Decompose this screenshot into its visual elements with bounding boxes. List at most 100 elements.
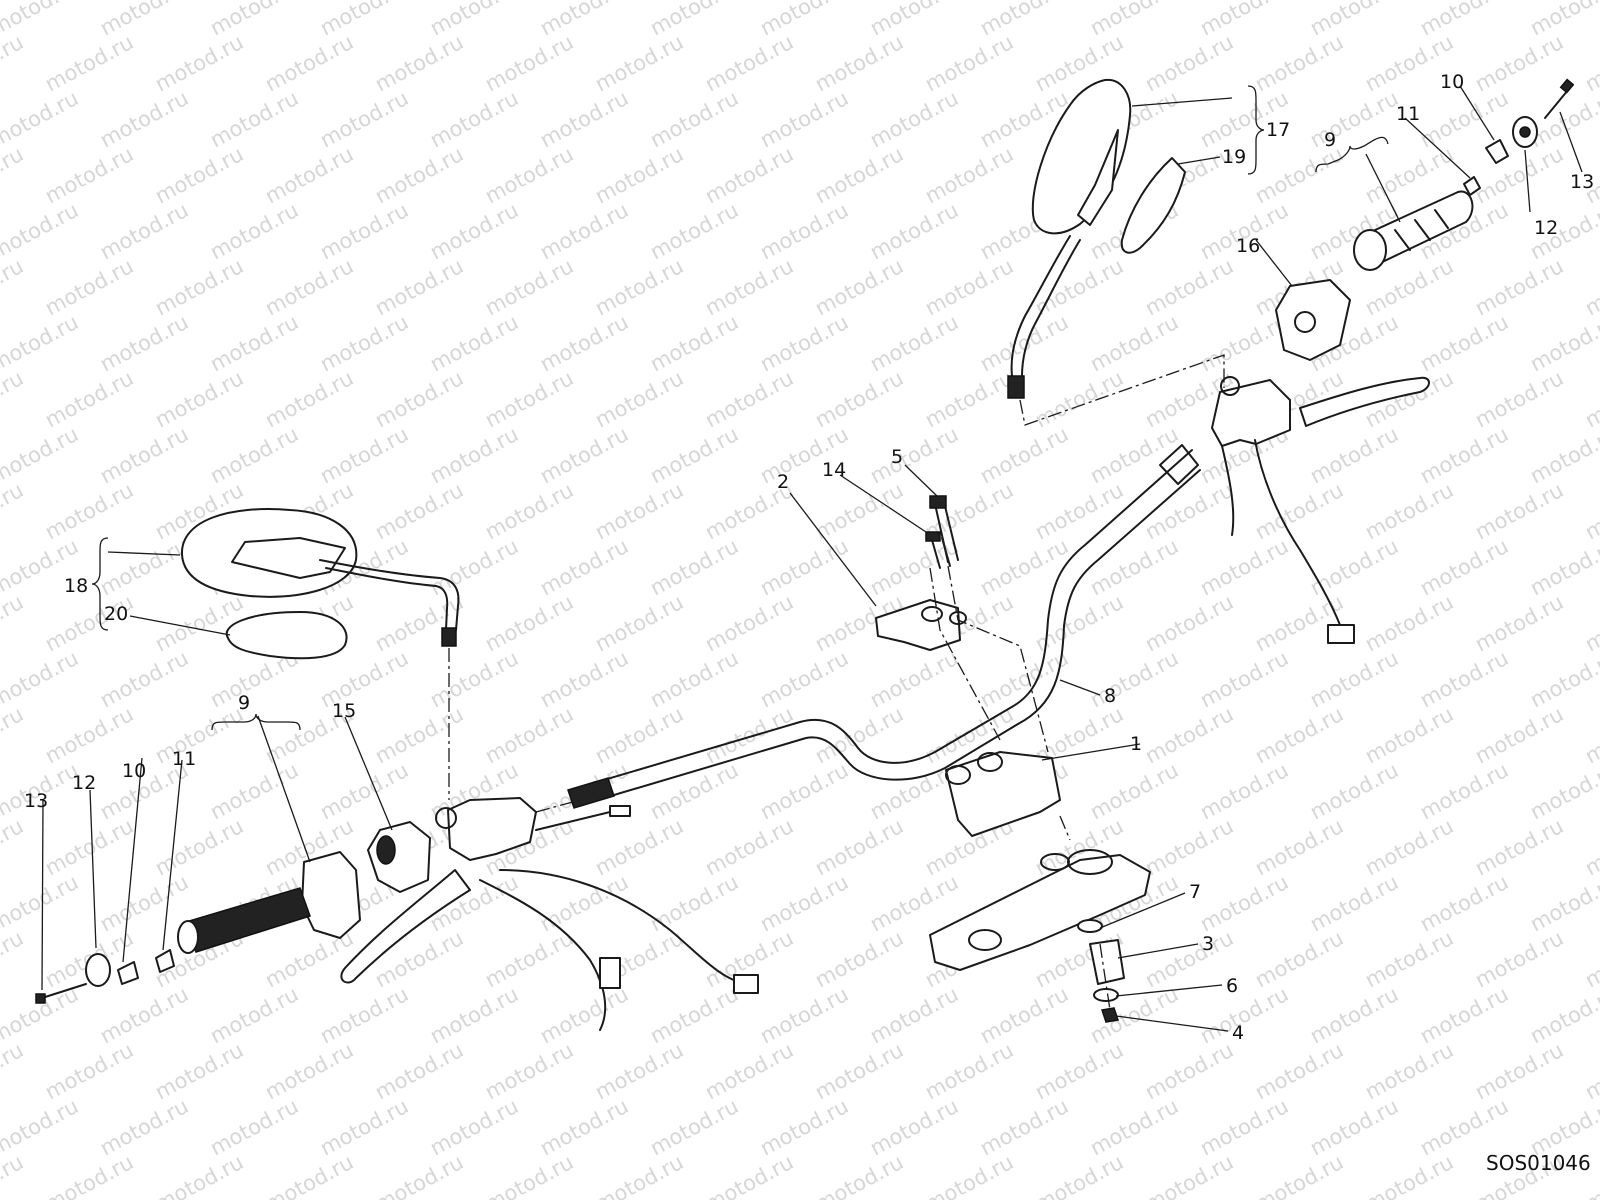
bolts-5-14 xyxy=(925,495,959,569)
watermark-text: motod.ru xyxy=(976,982,1072,1048)
callout-5: 5 xyxy=(891,446,903,468)
watermark-text: motod.ru xyxy=(1471,926,1567,992)
watermark-text: motod.ru xyxy=(646,534,742,600)
left-grip-9 xyxy=(177,851,361,954)
right-mirror xyxy=(1007,78,1132,399)
watermark-text: motod.ru xyxy=(96,422,192,488)
watermark-text: motod.ru xyxy=(371,366,467,432)
watermark-text: motod.ru xyxy=(591,142,687,208)
watermark-text: motod.ru xyxy=(976,534,1072,600)
watermark-text: motod.ru xyxy=(1306,982,1402,1048)
watermark-text: motod.ru xyxy=(646,422,742,488)
callout-1: 1 xyxy=(1130,733,1142,755)
watermark-text: motod.ru xyxy=(536,1094,632,1160)
watermark-text: motod.ru xyxy=(0,198,82,264)
watermark-text: motod.ru xyxy=(701,590,797,656)
callout-6: 6 xyxy=(1226,975,1238,997)
watermark-text: motod.ru xyxy=(811,254,907,320)
watermark-text: motod.ru xyxy=(866,758,962,824)
watermark-text: motod.ru xyxy=(701,1038,797,1104)
watermark-text: motod.ru xyxy=(371,478,467,544)
watermark-text: motod.ru xyxy=(1141,478,1237,544)
watermark-text: motod.ru xyxy=(1526,982,1600,1048)
watermark-text: motod.ru xyxy=(206,310,302,376)
watermark-text: motod.ru xyxy=(866,0,962,40)
callout-15: 15 xyxy=(332,700,356,722)
watermark-text: motod.ru xyxy=(206,198,302,264)
watermark-text: motod.ru xyxy=(151,702,247,768)
watermark-text: motod.ru xyxy=(701,1150,797,1200)
watermark-text: motod.ru xyxy=(1141,1150,1237,1200)
watermark-text: motod.ru xyxy=(1526,870,1600,936)
watermark-text: motod.ru xyxy=(756,0,852,40)
watermark-text: motod.ru xyxy=(0,366,27,432)
watermark-text: motod.ru xyxy=(646,198,742,264)
watermark-text: motod.ru xyxy=(261,1150,357,1200)
watermark-text: motod.ru xyxy=(536,870,632,936)
watermark-text: motod.ru xyxy=(1361,1150,1457,1200)
watermark-text: motod.ru xyxy=(701,366,797,432)
callout-3: 3 xyxy=(1202,933,1214,955)
callout-7: 7 xyxy=(1189,881,1201,903)
callout-2: 2 xyxy=(777,471,789,493)
watermark-text: motod.ru xyxy=(756,646,852,712)
handlebar-tube xyxy=(567,444,1201,809)
watermark-text: motod.ru xyxy=(1251,702,1347,768)
watermark-text: motod.ru xyxy=(0,982,82,1048)
watermark-text: motod.ru xyxy=(151,1150,247,1200)
callout-4: 4 xyxy=(1232,1022,1244,1044)
watermark-text: motod.ru xyxy=(426,534,522,600)
watermark-text: motod.ru xyxy=(1416,758,1512,824)
watermark-text: motod.ru xyxy=(41,30,137,96)
watermark-text: motod.ru xyxy=(811,814,907,880)
watermark-text: motod.ru xyxy=(1416,534,1512,600)
upper-clamp-2 xyxy=(875,599,967,651)
watermark-text: motod.ru xyxy=(536,422,632,488)
watermark-text: motod.ru xyxy=(0,1038,27,1104)
callout-16: 16 xyxy=(1236,235,1260,257)
watermark-text: motod.ru xyxy=(1196,0,1292,40)
callout-9-left: 9 xyxy=(238,692,250,714)
watermark-text: motod.ru xyxy=(1471,366,1567,432)
watermark-text: motod.ru xyxy=(1141,702,1237,768)
drawing-code: SOS01046 xyxy=(1486,1151,1591,1175)
watermark-text: motod.ru xyxy=(921,30,1017,96)
watermark-text: motod.ru xyxy=(646,86,742,152)
watermark-text: motod.ru xyxy=(1361,478,1457,544)
watermark-text: motod.ru xyxy=(371,1038,467,1104)
watermark-text: motod.ru xyxy=(206,982,302,1048)
watermark-text: motod.ru xyxy=(1361,926,1457,992)
watermark-text: motod.ru xyxy=(536,86,632,152)
watermark-text: motod.ru xyxy=(1581,814,1600,880)
watermark-text: motod.ru xyxy=(921,1150,1017,1200)
watermark-text: motod.ru xyxy=(1416,982,1512,1048)
watermark-text: motod.ru xyxy=(976,422,1072,488)
watermark-text: motod.ru xyxy=(371,254,467,320)
watermark-text: motod.ru xyxy=(591,30,687,96)
watermark-text: motod.ru xyxy=(481,478,577,544)
watermark-text: motod.ru xyxy=(151,366,247,432)
watermark-text: motod.ru xyxy=(1306,758,1402,824)
watermark-text: motod.ru xyxy=(646,0,742,40)
watermark-text: motod.ru xyxy=(756,534,852,600)
watermark-text: motod.ru xyxy=(536,198,632,264)
watermark-text: motod.ru xyxy=(1361,1038,1457,1104)
watermark-text: motod.ru xyxy=(1526,646,1600,712)
watermark-text: motod.ru xyxy=(536,982,632,1048)
watermark-text: motod.ru xyxy=(536,0,632,40)
watermark-text: motod.ru xyxy=(1306,422,1402,488)
watermark-text: motod.ru xyxy=(316,310,412,376)
right-switch-16 xyxy=(1275,279,1351,361)
callout-20: 20 xyxy=(104,603,128,625)
watermark-text: motod.ru xyxy=(976,646,1072,712)
watermark-text: motod.ru xyxy=(866,1094,962,1160)
watermark-text: motod.ru xyxy=(976,310,1072,376)
watermark-text: motod.ru xyxy=(0,254,27,320)
callout-18: 18 xyxy=(64,575,88,597)
watermark-text: motod.ru xyxy=(1471,30,1567,96)
watermark-text: motod.ru xyxy=(426,646,522,712)
watermark-text: motod.ru xyxy=(921,366,1017,432)
watermark-text: motod.ru xyxy=(756,870,852,936)
watermark-text: motod.ru xyxy=(0,1094,82,1160)
